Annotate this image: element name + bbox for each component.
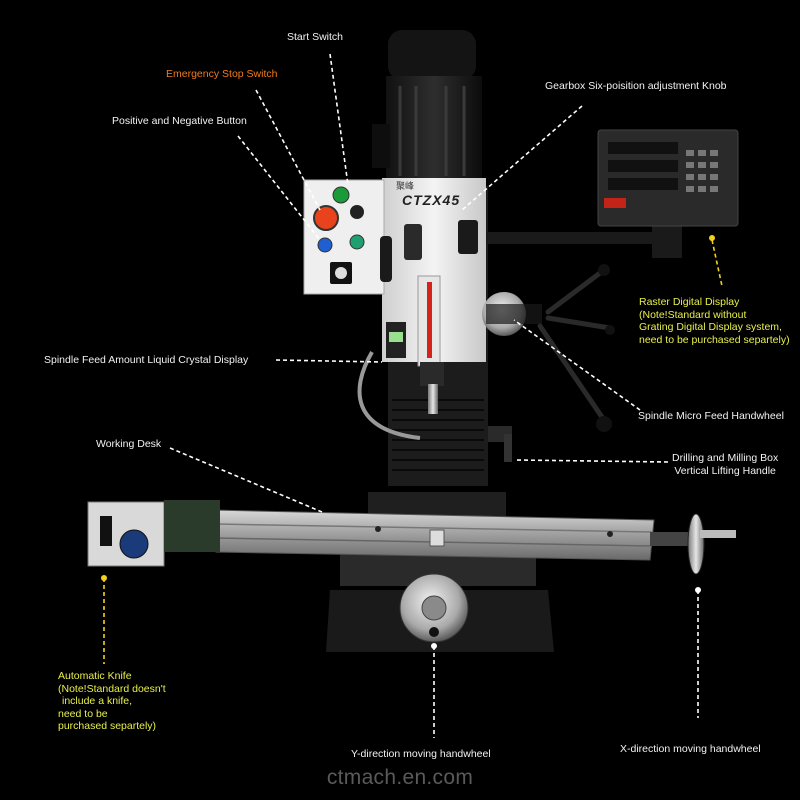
leader-end-dots: [101, 235, 715, 649]
leader-lifting-handle: [515, 459, 669, 463]
leader-start-switch: [329, 53, 349, 186]
motor-cap: [388, 30, 476, 80]
spindle-housing: [420, 362, 444, 386]
emergency-stop-button: [313, 205, 339, 231]
label-working-desk: Working Desk: [96, 438, 162, 450]
label-raster-digital-display: Raster Digital Display (Note!Standard wi…: [639, 296, 790, 346]
watermark: ctmach.en.com: [326, 766, 474, 789]
label-spindle-micro-feed: Spindle Micro Feed Handwheel: [638, 410, 784, 422]
label-emergency-stop-switch: Emergency Stop Switch: [166, 68, 278, 80]
brand-mark: 聚峰: [396, 181, 415, 191]
leader-spindle-micro: [513, 319, 641, 411]
label-automatic-knife: Automatic Knife (Note!Standard doesn't i…: [58, 670, 166, 732]
spindle-chuck: [428, 384, 438, 414]
leader-positive-negative: [237, 135, 321, 241]
start-button: [332, 186, 350, 204]
label-positive-negative-button: Positive and Negative Button: [112, 115, 247, 127]
dro-arm: [486, 232, 682, 244]
leader-gearbox-knob: [461, 105, 583, 211]
label-spindle-lcd: Spindle Feed Amount Liquid Crystal Displ…: [44, 354, 249, 366]
reverse-button: [317, 237, 333, 253]
label-lifting-handle: Drilling and Milling Box Vertical Liftin…: [672, 452, 779, 477]
leader-raster-display: [711, 239, 723, 287]
leader-spindle-lcd: [275, 359, 383, 363]
forward-button: [349, 234, 365, 250]
label-gearbox-knob: Gearbox Six-poisition adjustment Knob: [545, 80, 727, 92]
model-plate: CTZX45: [402, 192, 461, 208]
x-direction-handwheel: [687, 513, 705, 575]
label-y-direction-handwheel: Y-direction moving handwheel: [351, 748, 491, 760]
work-lamp-arm: [357, 350, 421, 440]
motor-body: [386, 76, 482, 180]
x-handwheel-shaft: [650, 532, 696, 546]
label-start-switch: Start Switch: [287, 31, 344, 43]
leader-lines: [103, 53, 723, 738]
label-x-direction-handwheel: X-direction moving handwheel: [620, 743, 761, 755]
leader-emergency-stop: [255, 89, 321, 211]
